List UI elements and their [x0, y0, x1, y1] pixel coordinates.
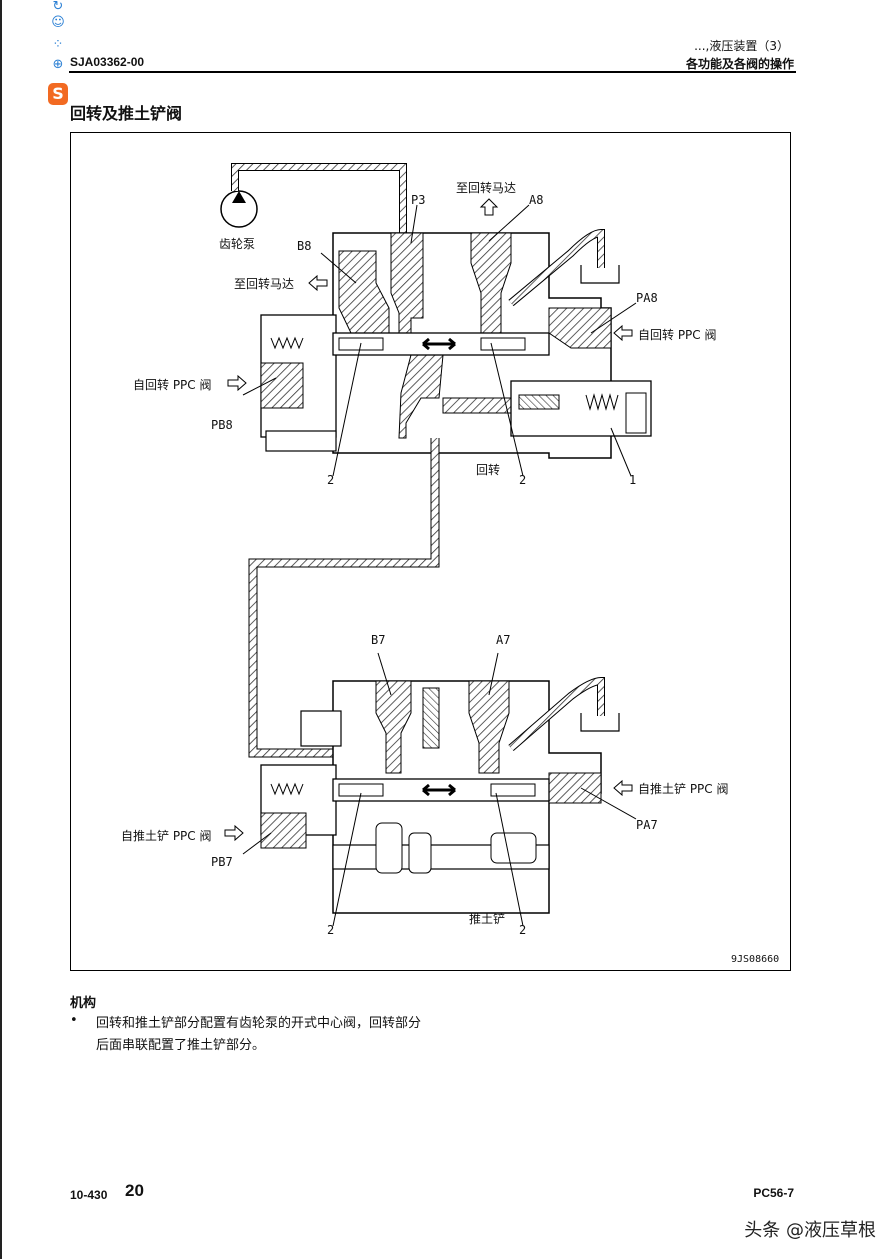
- app-logo-icon[interactable]: S: [48, 83, 68, 105]
- label-2-lower-right: 2: [519, 923, 527, 937]
- page-left-edge: [0, 0, 2, 1259]
- header-title: ...,液压装置（3）: [694, 39, 789, 53]
- label-2-upper-right: 2: [519, 473, 527, 487]
- label-b8: B8: [297, 239, 312, 253]
- label-to-swing-motor-left: 至回转马达: [234, 277, 295, 291]
- mechanism-text: 回转和推土铲部分配置有齿轮泵的开式中心阀，回转部分后面串联配置了推土铲部分。: [96, 1016, 422, 1053]
- diagram-drawing: [220, 163, 652, 927]
- figure-id: 9JS08660: [731, 954, 780, 965]
- dots-icon[interactable]: ⁘: [52, 37, 64, 52]
- label-pa7: PA7: [636, 818, 658, 832]
- label-2-lower-left: 2: [327, 923, 335, 937]
- label-from-swing-ppc-right: 自回转 PPC 阀: [638, 328, 717, 342]
- footer-code: 10-430: [70, 1188, 108, 1202]
- mechanism-title: 机构: [70, 996, 97, 1011]
- label-pa8: PA8: [636, 291, 658, 305]
- section-title: 回转及推土铲阀: [70, 104, 183, 123]
- doc-code: SJA03362-00: [70, 55, 145, 69]
- side-toolbar: ↻ ☺ ⁘ ⊕ S: [48, 0, 70, 110]
- watermark: 头条 @液压草根: [744, 1220, 876, 1241]
- footer-model: PC56-7: [753, 1186, 794, 1200]
- bullet-marker: •: [70, 1013, 78, 1028]
- label-p3: P3: [411, 193, 426, 207]
- footer-page-number: 20: [125, 1181, 144, 1200]
- label-a7: A7: [496, 633, 511, 647]
- label-b7: B7: [371, 633, 386, 647]
- label-from-blade-ppc-right: 自推土铲 PPC 阀: [638, 782, 729, 796]
- header-rule: [69, 71, 796, 73]
- label-pb8: PB8: [211, 418, 233, 432]
- hydraulic-diagram: P3 至回转马达 A8 齿轮泵 B8 至回转马达 PA8 自回转 PPC 阀 自…: [70, 132, 791, 971]
- label-to-swing-motor-top: 至回转马达: [456, 181, 517, 195]
- refresh-icon[interactable]: ↻: [52, 0, 64, 14]
- label-2-upper-left: 2: [327, 473, 335, 487]
- label-from-swing-ppc-left: 自回转 PPC 阀: [133, 378, 212, 392]
- label-a8: A8: [529, 193, 544, 207]
- label-swing: 回转: [476, 463, 501, 477]
- label-from-blade-ppc-left: 自推土铲 PPC 阀: [121, 829, 212, 843]
- plus-icon[interactable]: ⊕: [52, 57, 64, 72]
- smile-icon[interactable]: ☺: [51, 15, 65, 30]
- label-blade: 推土铲: [469, 912, 506, 926]
- label-1: 1: [629, 473, 637, 487]
- label-gear-pump: 齿轮泵: [219, 237, 256, 251]
- header-subtitle: 各功能及各阀的操作: [685, 57, 794, 71]
- label-pb7: PB7: [211, 855, 233, 869]
